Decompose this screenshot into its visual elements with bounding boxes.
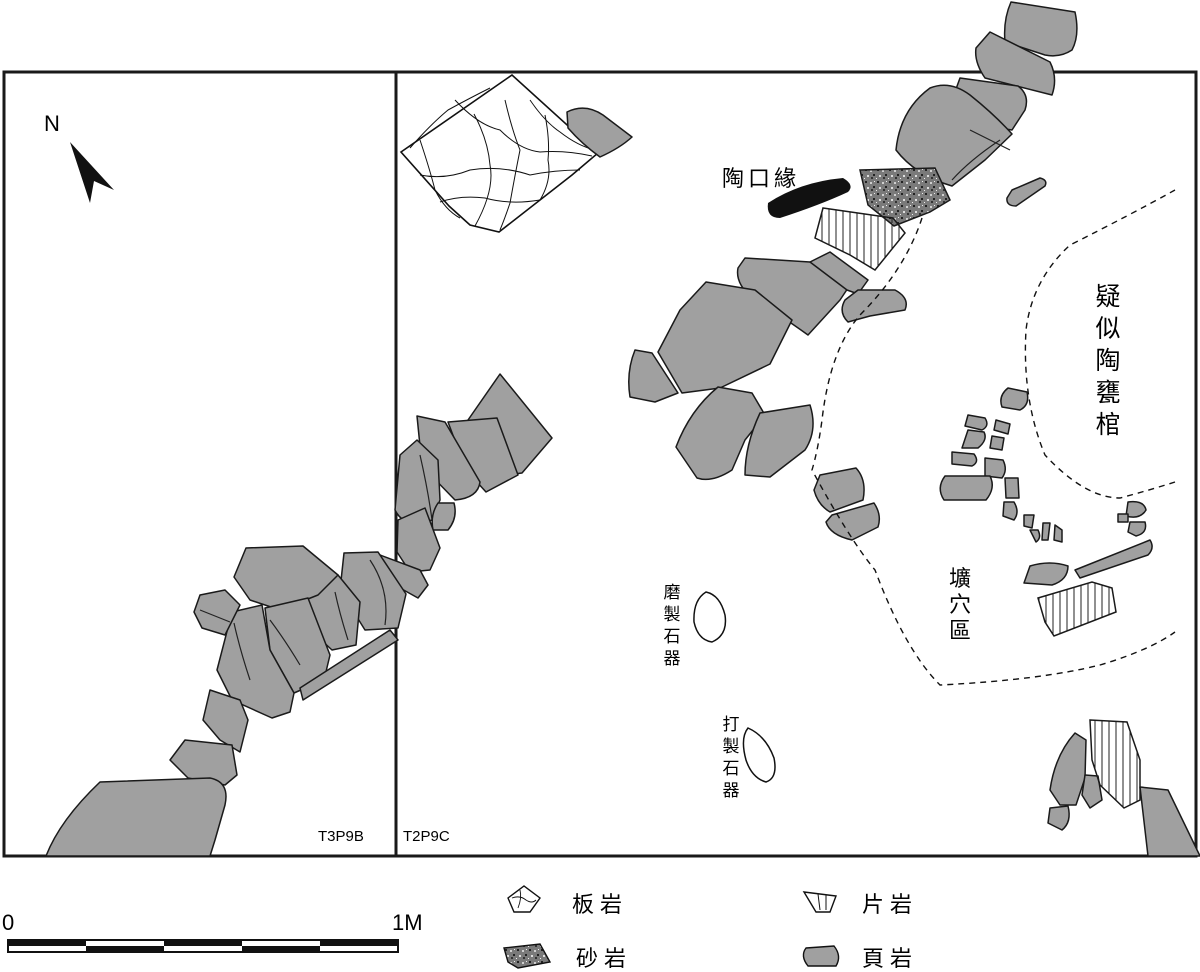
shale-stone [1081,774,1103,809]
shale-stone [809,251,869,295]
shale-stone [431,502,456,531]
shale-stone [951,451,978,467]
stone-fissures [199,129,1011,681]
shale-stone [202,689,249,753]
shale-stone [1053,524,1063,543]
chipped-tool-char: 器 [723,781,740,801]
chipped-tool-char: 石 [723,759,740,779]
shale-stone [299,629,399,701]
jar-coffin-char: 陶 [1095,346,1120,375]
scale-bar: 0 1M [2,910,423,953]
shale-stone [813,467,865,513]
shale-stone [1125,500,1147,518]
legend-item-shale: 頁岩 [802,945,918,972]
legend: 板岩 砂岩 片岩 頁岩 [503,885,918,972]
scale-end-label: 1M [392,910,423,935]
shale-stone [1000,387,1029,411]
ground-tool-char: 器 [664,649,681,669]
pit-area-char: 穴 [949,593,971,618]
shale-stone [675,386,766,481]
jar-coffin-boundary [1024,189,1176,499]
schist-swatch [802,891,837,913]
shale-stone [1029,529,1041,543]
jar-coffin-char: 疑 [1095,282,1120,311]
pit-area-label: 壙 穴 區 [949,567,971,644]
pottery-rim-label: 陶口緣 [722,167,800,192]
shale-stone [984,457,1006,479]
legend-label-slate: 板岩 [572,893,628,918]
shale-stone [45,777,227,857]
shale-stone [1002,501,1018,521]
legend-item-sandstone: 砂岩 [503,943,632,972]
jar-coffin-char: 棺 [1095,410,1120,439]
legend-label-schist: 片岩 [862,893,918,918]
slate-slab [399,73,600,233]
shale-swatch [802,945,840,967]
shale-stone [1074,539,1153,579]
legend-item-slate: 板岩 [507,885,628,918]
jar-coffin-char: 甕 [1095,378,1120,407]
shale-stone [1006,177,1047,207]
shale-stone [566,107,633,158]
pit-area-char: 壙 [949,567,971,592]
shale-stone [825,502,881,541]
shale-stone [1049,732,1087,806]
chipped-tool-char: 打 [723,715,740,735]
chipped-tool-char: 製 [723,737,740,757]
pottery-rim-shard [767,178,851,218]
shale-stone [628,349,679,403]
scale-start-label: 0 [2,910,14,935]
jar-coffin-label: 疑 似 陶 甕 棺 [1095,282,1120,439]
sandstone-swatch [503,943,552,969]
shale-stone [993,419,1011,435]
unit-boundary-right [394,70,1198,858]
ground-tool-label: 磨 製 石 器 [664,583,681,669]
schist-stone [1037,581,1117,637]
shale-stone [1139,786,1200,857]
shale-stone [1004,477,1020,499]
ground-tool-char: 石 [664,627,681,647]
shale-stone [895,84,1013,187]
shale-stone [964,414,988,431]
schist-stones [814,207,1141,809]
chipped-tool-label: 打 製 石 器 [723,715,740,801]
unit-label-left: T3P9B [318,828,364,845]
pit-area-boundary [811,217,1176,686]
ground-tool-char: 磨 [664,583,681,603]
ground-stone-tool [693,591,727,643]
sandstone-stone [859,167,951,227]
shale-stone [169,739,238,786]
shale-stones [45,1,1200,857]
shale-stone [1023,514,1035,529]
unit-boundary-left [2,70,398,858]
shale-stone [396,507,441,573]
shale-stone [961,429,986,449]
shale-stone [1127,521,1147,537]
pit-area-char: 區 [949,619,971,644]
legend-item-schist: 片岩 [802,891,918,918]
shale-stone [841,289,907,323]
shale-stone [1117,513,1129,523]
chipped-stone-tool [742,727,776,783]
shale-stone [1023,562,1069,586]
jar-coffin-char: 似 [1095,314,1120,343]
legend-label-sandstone: 砂岩 [576,947,632,972]
shale-stone [1047,805,1070,831]
north-arrow-icon [70,142,114,203]
legend-label-shale: 頁岩 [862,947,918,972]
schist-stone [1089,719,1141,809]
shale-stone [744,404,814,478]
shale-stone [989,435,1005,451]
shale-stone [1041,522,1051,541]
shale-stone [193,589,241,636]
ground-tool-char: 製 [664,605,681,625]
north-label: N [44,111,60,136]
shale-stone [939,475,993,501]
schist-stone [814,207,906,271]
unit-label-right: T2P9C [403,828,450,845]
shale-stone [416,415,481,501]
shale-stone [1003,1,1078,57]
